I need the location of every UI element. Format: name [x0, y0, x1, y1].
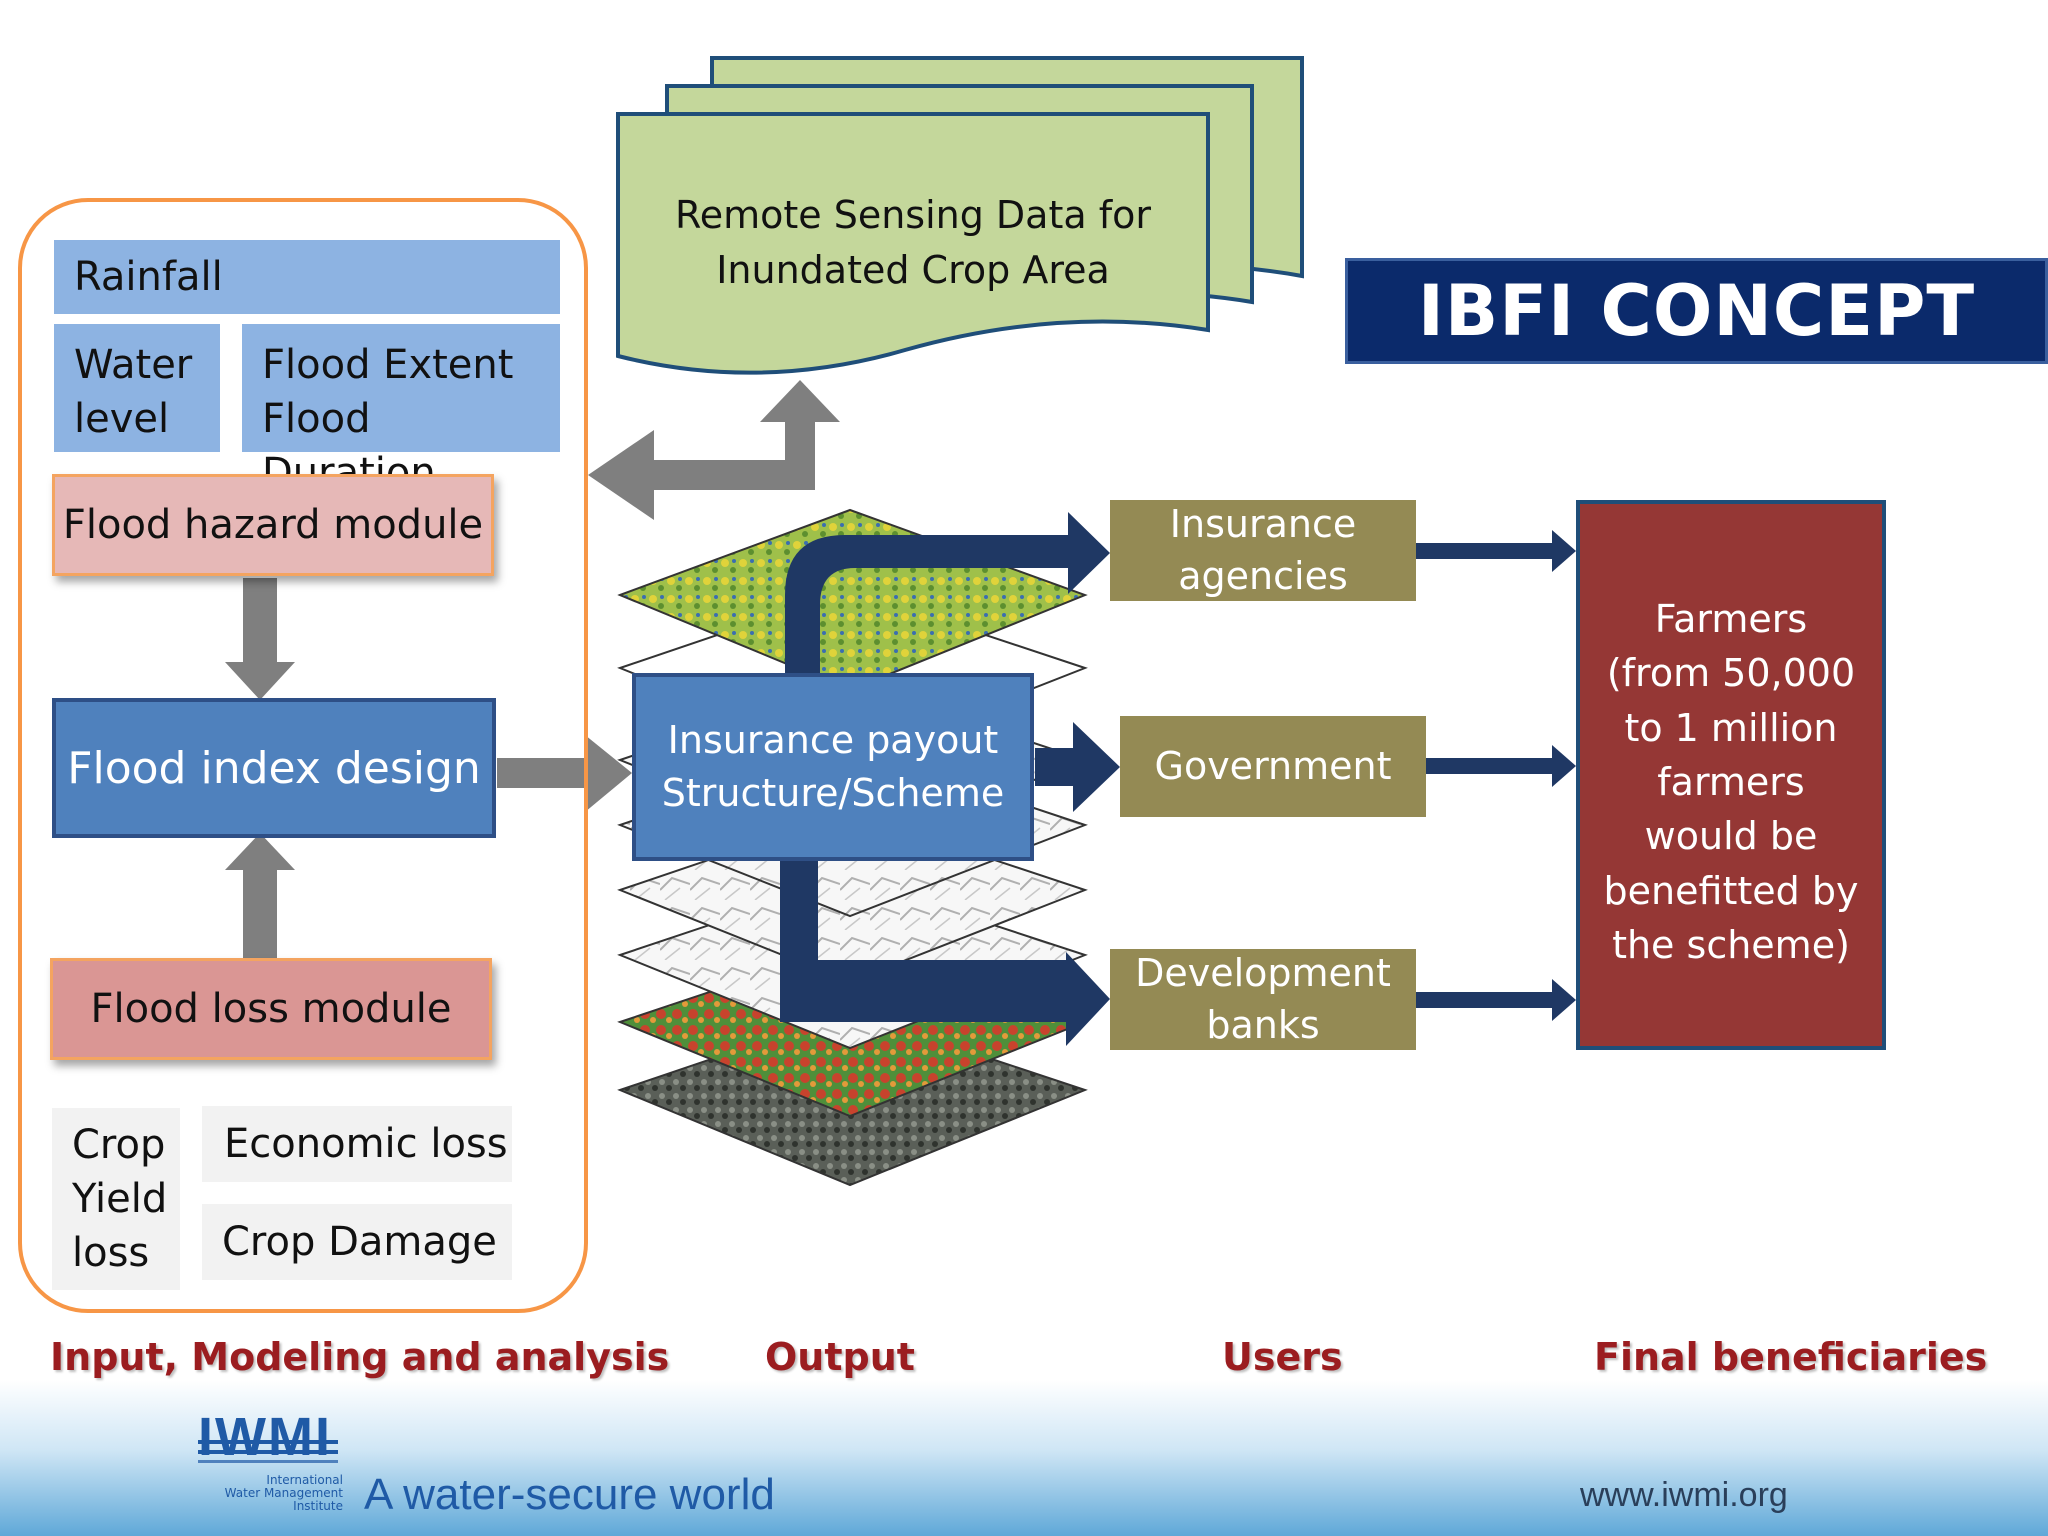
insurance-line1: Insurance: [1169, 502, 1357, 547]
crop-damage-cell: Crop Damage: [202, 1204, 512, 1280]
iwmi-logo-graphic: [198, 1440, 338, 1463]
iwmi-logo: IWMI International Water Management Inst…: [198, 1410, 343, 1514]
crop-yield-loss-cell: Crop Yield loss: [52, 1108, 180, 1290]
iwmi-logo-subtext: International Water Management Institute: [198, 1473, 343, 1514]
flood-loss-module: Flood loss module: [50, 958, 492, 1060]
tagline: A water-secure world: [364, 1470, 775, 1519]
farmers-beneficiary-box: Farmers (from 50,000 to 1 million farmer…: [1576, 500, 1886, 1050]
footer-band: [0, 1380, 2048, 1536]
flood-extent-duration-cell: Flood Extent Flood Duration: [240, 322, 562, 496]
beneficiary-line: (from 50,000: [1606, 651, 1856, 696]
navy-arrows: [780, 512, 1576, 1046]
beneficiary-line: Farmers: [1654, 597, 1808, 641]
insurance-line2: agencies: [1178, 553, 1348, 598]
gray-feedback-arrow: [588, 380, 840, 520]
title-banner: IBFI CONCEPT: [1345, 258, 2048, 364]
input-modeling-panel: [18, 198, 588, 1313]
gray-up-arrow: [225, 833, 295, 960]
website-link[interactable]: www.iwmi.org: [1580, 1476, 1788, 1514]
insurance-agencies-box: Insurance agencies: [1110, 500, 1416, 601]
label-final-beneficiaries: Final beneficiaries: [1594, 1335, 1988, 1379]
output-line1: Insurance payout: [667, 717, 999, 762]
remote-sensing-document: [616, 56, 1304, 375]
page-title: IBFI CONCEPT: [1417, 270, 1976, 352]
logo-sub-line: Institute: [293, 1499, 343, 1514]
flood-hazard-module: Flood hazard module: [52, 474, 494, 576]
logo-sub-line: Water Management: [224, 1486, 343, 1501]
flood-extent-label: Flood Extent: [262, 342, 514, 388]
dev-line2: banks: [1206, 1002, 1320, 1047]
remote-sensing-line1: Remote Sensing Data for: [675, 193, 1151, 237]
remote-sensing-text: Remote Sensing Data for Inundated Crop A…: [618, 188, 1208, 298]
water-level-cell: Water level: [52, 322, 222, 454]
gray-down-arrow: [225, 578, 295, 700]
gray-right-arrow: [497, 735, 632, 812]
beneficiary-line: the scheme): [1612, 922, 1850, 967]
remote-sensing-line2: Inundated Crop Area: [716, 248, 1110, 293]
iwmi-logo-text: IWMI: [198, 1407, 332, 1467]
economic-loss-cell: Economic loss: [202, 1106, 512, 1182]
flood-index-design: Flood index design: [52, 698, 496, 838]
label-users: Users: [1222, 1335, 1343, 1379]
rainfall-cell: Rainfall: [52, 238, 562, 316]
logo-sub-line: International: [266, 1473, 343, 1487]
insurance-payout-scheme: Insurance payout Structure/Scheme: [632, 673, 1034, 861]
label-input-modeling: Input, Modeling and analysis: [50, 1335, 670, 1379]
development-banks-box: Development banks: [1110, 949, 1416, 1050]
government-box: Government: [1120, 716, 1426, 817]
beneficiary-line: farmers: [1657, 759, 1805, 804]
beneficiary-line: benefitted by: [1603, 868, 1859, 913]
beneficiary-line: to 1 million: [1624, 705, 1838, 750]
beneficiary-line: would be: [1644, 814, 1818, 859]
label-output: Output: [765, 1335, 915, 1379]
output-line2: Structure/Scheme: [661, 771, 1005, 815]
dev-line1: Development: [1135, 951, 1391, 996]
